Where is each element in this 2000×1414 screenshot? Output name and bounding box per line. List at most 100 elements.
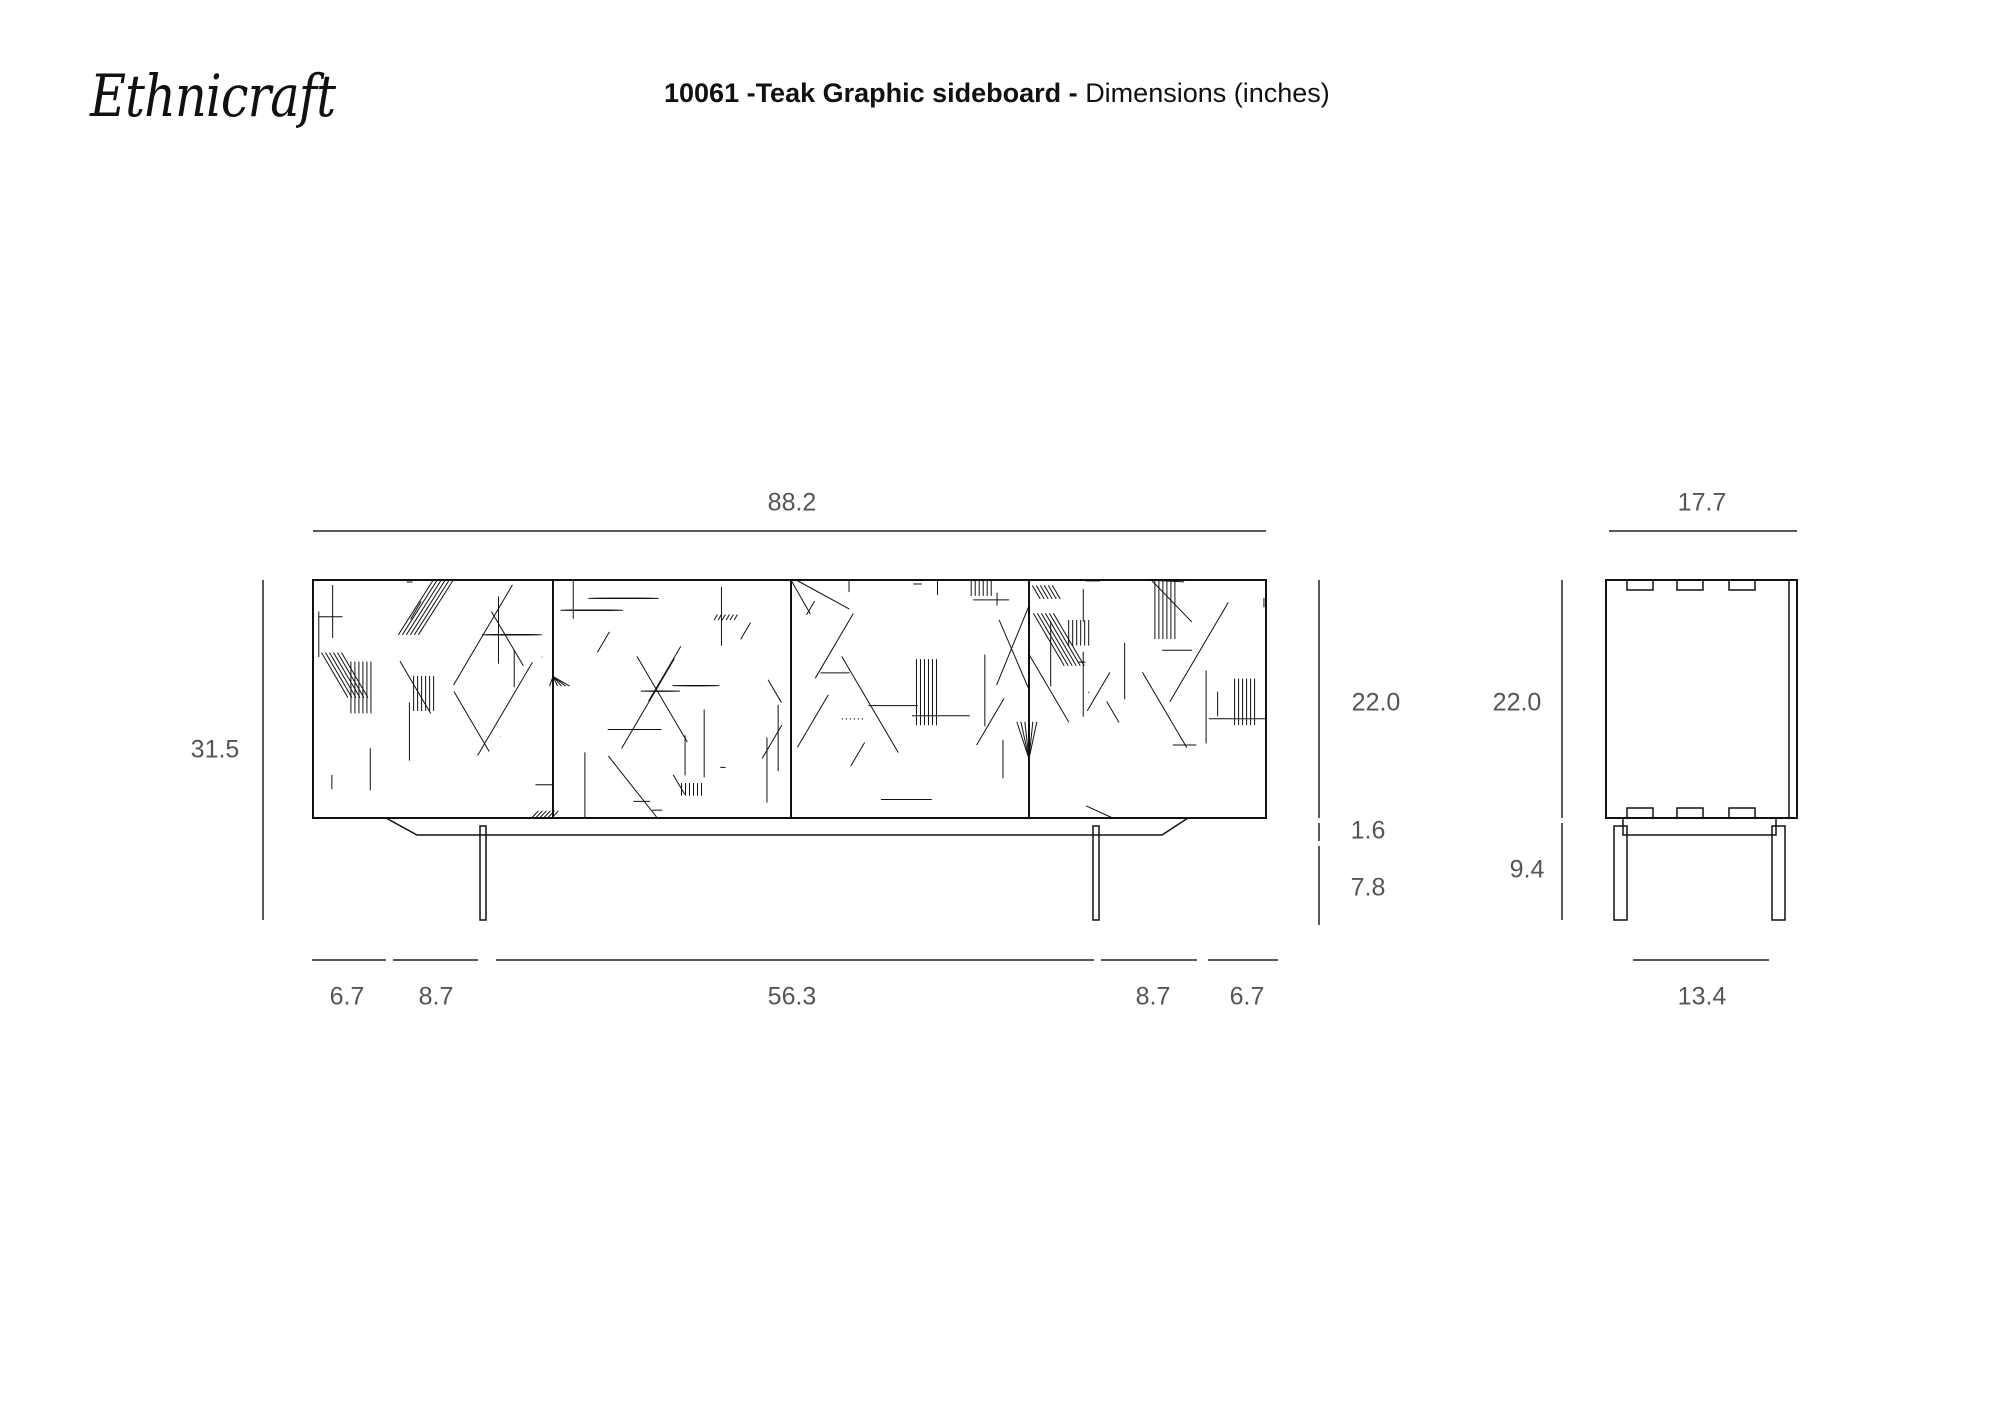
front-leg-left <box>479 825 487 921</box>
pattern-line <box>841 656 899 753</box>
pattern-line <box>1028 721 1034 759</box>
pattern-line <box>795 579 850 610</box>
pattern-line <box>552 676 570 687</box>
dim-depth: 17.7 <box>1677 488 1727 517</box>
dim-side-base-height: 9.4 <box>1509 855 1545 884</box>
pattern-line <box>1150 579 1193 623</box>
pattern-line <box>1145 579 1185 583</box>
dim-total-height: 31.5 <box>190 735 240 764</box>
pattern-line <box>1039 585 1049 600</box>
dim-segment: 6.7 <box>329 982 365 1011</box>
pattern-line <box>1088 691 1090 694</box>
pattern-line <box>1048 612 1081 667</box>
pattern-line <box>1032 612 1065 667</box>
product-name: 10061 -Teak Graphic sideboard - <box>664 78 1078 108</box>
pattern-line <box>1043 585 1053 600</box>
pattern-line <box>321 652 349 698</box>
graphic-door-pattern <box>312 579 1265 819</box>
pattern-line <box>552 676 555 687</box>
pattern-line <box>850 742 866 767</box>
pattern-line <box>596 631 610 653</box>
pattern-line <box>1035 585 1045 600</box>
pattern-line <box>998 619 1030 690</box>
dim-leg-span: 13.4 <box>1677 982 1727 1011</box>
pattern-line <box>1086 672 1111 712</box>
pattern-line <box>1036 612 1069 667</box>
pattern-line <box>547 810 555 819</box>
pattern-line <box>814 613 854 679</box>
dim-leg-height: 7.8 <box>1350 873 1386 902</box>
dim-segment: 8.7 <box>1135 982 1171 1011</box>
pattern-line <box>409 579 446 636</box>
side-body <box>1605 579 1798 819</box>
front-body <box>312 579 1267 819</box>
dim-side-body-height: 22.0 <box>1492 688 1542 717</box>
side-apron <box>1622 817 1777 836</box>
pattern-line <box>329 652 357 698</box>
ethnicraft-logo: Ethnicraft <box>90 62 336 130</box>
pattern-line <box>733 614 738 621</box>
page-title: 10061 -Teak Graphic sideboard - Dimensio… <box>664 78 1330 109</box>
pattern-line <box>405 579 442 636</box>
dim-body-height: 22.0 <box>1351 688 1401 717</box>
pattern-line <box>976 698 1005 746</box>
pattern-line <box>672 774 686 795</box>
pattern-line <box>551 810 559 819</box>
pattern-line <box>1044 612 1077 667</box>
pattern-line <box>410 601 422 620</box>
pattern-line <box>761 724 783 759</box>
pattern-line <box>490 611 524 667</box>
pattern-line <box>636 656 688 743</box>
pattern-line <box>1040 612 1073 667</box>
dim-segment: 8.7 <box>418 982 454 1011</box>
pattern-line <box>1028 721 1038 759</box>
pattern-line <box>1024 721 1030 759</box>
pattern-line <box>477 662 533 756</box>
front-apron <box>385 817 1189 836</box>
side-runner <box>1676 807 1704 819</box>
pattern-line <box>531 810 539 819</box>
pattern-line <box>1031 585 1041 600</box>
pattern-line <box>413 579 450 636</box>
pattern-line <box>1029 654 1070 723</box>
pattern-line <box>1141 671 1188 748</box>
side-runner <box>1626 579 1654 591</box>
side-runner <box>1626 807 1654 819</box>
pattern-line <box>806 600 816 616</box>
pattern-line <box>996 605 1030 686</box>
pattern-line <box>767 679 782 703</box>
pattern-line <box>1016 721 1030 759</box>
pattern-line <box>721 614 726 621</box>
pattern-line <box>608 755 658 819</box>
pattern-line <box>453 691 490 752</box>
dim-segment: 56.3 <box>767 982 817 1011</box>
side-runner <box>1728 807 1756 819</box>
side-leg-left <box>1613 825 1628 921</box>
title-suffix: Dimensions (inches) <box>1085 78 1330 108</box>
pattern-line <box>621 658 675 749</box>
pattern-line <box>1169 602 1229 703</box>
pattern-line <box>417 579 454 636</box>
dim-width: 88.2 <box>767 488 817 517</box>
pattern-line <box>549 676 554 687</box>
pattern-line <box>397 579 434 636</box>
dim-apron-height: 1.6 <box>1350 816 1386 845</box>
pattern-line <box>796 694 829 748</box>
pattern-line <box>401 579 438 636</box>
pattern-line <box>725 614 730 621</box>
side-leg-right <box>1771 825 1786 921</box>
pattern-line <box>1020 721 1030 759</box>
pattern-line <box>740 622 752 640</box>
pattern-line <box>543 810 551 819</box>
side-runner <box>1676 579 1704 591</box>
side-runner <box>1728 579 1756 591</box>
pattern-line <box>337 652 365 698</box>
pattern-line <box>325 652 353 698</box>
pattern-line <box>790 579 811 615</box>
pattern-line <box>535 810 543 819</box>
pattern-line <box>341 652 369 698</box>
pattern-line <box>713 614 718 621</box>
pattern-line <box>1047 585 1057 600</box>
pattern-line <box>1051 585 1061 600</box>
pattern-line <box>1085 805 1113 819</box>
